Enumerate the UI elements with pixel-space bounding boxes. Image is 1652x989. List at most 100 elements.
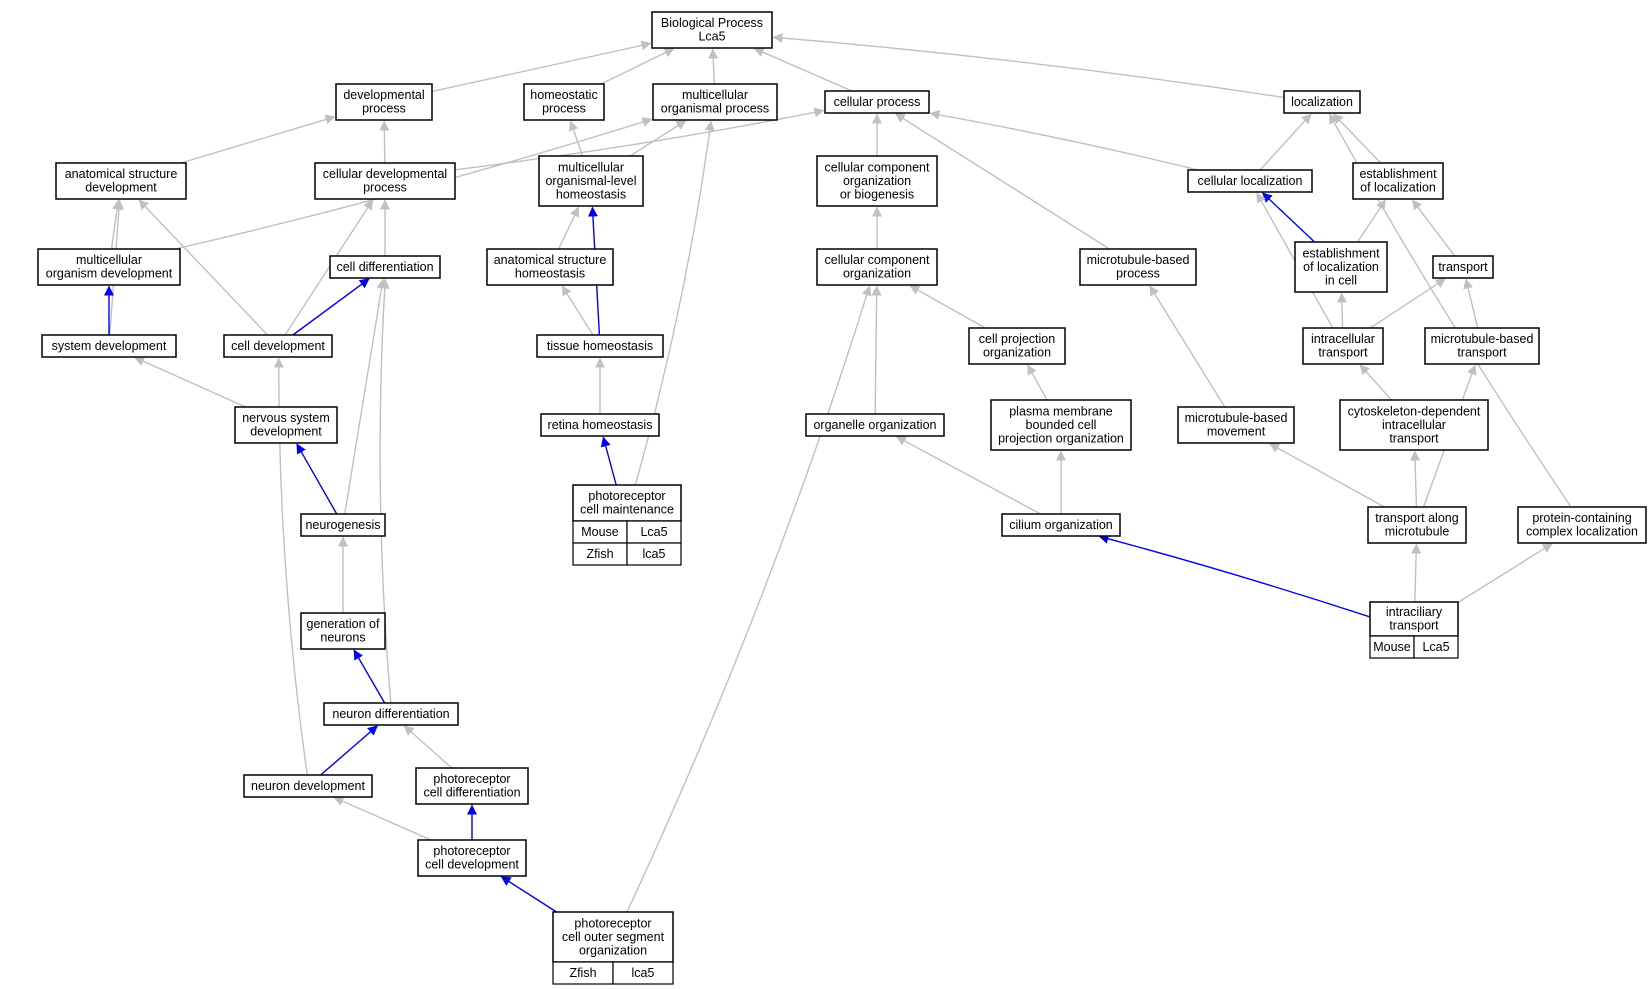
edge-cloc-to-cp <box>929 109 1199 171</box>
node-box <box>1432 255 1494 279</box>
node-label-line: movement <box>1207 425 1266 439</box>
go-term-ng[interactable]: neurogenesis <box>300 513 386 537</box>
edge-cd-to-asd <box>138 199 269 336</box>
node-label-line: neuron development <box>251 779 365 793</box>
species-gene-text: Zfish <box>586 547 613 561</box>
go-term-cp[interactable]: cellular process <box>824 90 930 114</box>
species-gene-text: Mouse <box>1373 640 1411 654</box>
node-label-line: cellular developmental <box>323 167 447 181</box>
edge-tam-to-cdit <box>1410 450 1421 508</box>
go-term-loc[interactable]: localization <box>1283 90 1361 114</box>
node-box <box>1352 162 1444 200</box>
node-label-line: transport <box>1438 260 1488 274</box>
go-term-cloc[interactable]: cellular localization <box>1187 169 1313 193</box>
node-label-line: intracellular <box>1311 332 1375 346</box>
edge-pmbc-to-cpo <box>1027 364 1048 401</box>
node-label-line: tissue homeostasis <box>547 339 653 353</box>
node-label-line: transport <box>1389 431 1439 445</box>
node-label-line: nervous system <box>242 411 330 425</box>
go-term-cd[interactable]: cell development <box>223 334 333 358</box>
node-label-line: cell development <box>231 339 325 353</box>
node-box <box>1177 406 1295 444</box>
go-term-oo[interactable]: organelle organization <box>805 413 945 437</box>
edge-ict-to-tam <box>1411 543 1422 603</box>
go-term-sd[interactable]: system development <box>41 334 177 358</box>
node-label-line: cell development <box>425 858 519 872</box>
node-box <box>651 11 773 49</box>
node-box <box>1079 248 1197 286</box>
node-label-line: cell outer segment <box>562 930 665 944</box>
species-gene-cell: lca5 <box>626 542 682 566</box>
node-label-line: process <box>363 181 407 195</box>
go-term-nd[interactable]: neuron differentiation <box>323 702 459 726</box>
node-box <box>1339 399 1489 451</box>
node-box <box>300 513 386 537</box>
node-box <box>536 334 664 358</box>
node-label-line: photoreceptor <box>433 844 510 858</box>
edge-molh-to-hom <box>568 120 584 157</box>
go-term-cdiff[interactable]: cell differentiation <box>329 255 441 279</box>
node-label-line: neurogenesis <box>305 518 380 532</box>
node-label-line: protein-containing <box>1532 511 1631 525</box>
node-label-line: microtubule-based <box>1431 332 1534 346</box>
node-label-line: intracellular <box>1382 418 1446 432</box>
species-gene-text: lca5 <box>643 547 666 561</box>
go-term-rh[interactable]: retina homeostasis <box>540 413 660 437</box>
node-label-line: anatomical structure <box>65 167 178 181</box>
node-label-line: process <box>362 102 406 116</box>
node-box <box>1187 169 1313 193</box>
node-box <box>417 839 527 877</box>
go-term-ndev[interactable]: neuron development <box>243 774 373 798</box>
edge-mop-to-bp <box>708 48 719 85</box>
edge-co-to-oo <box>895 436 1041 515</box>
node-box <box>323 702 459 726</box>
edge-nsd-to-sd <box>134 356 246 408</box>
node-label-line: cellular process <box>834 95 921 109</box>
node-label-line: retina homeostasis <box>548 418 653 432</box>
go-term-co[interactable]: cilium organization <box>1001 513 1121 537</box>
go-term-cdit[interactable]: cytoskeleton-dependentintracellulartrans… <box>1339 399 1489 451</box>
go-term-th[interactable]: tissue homeostasis <box>536 334 664 358</box>
edge-elc-to-eloc <box>1356 199 1386 243</box>
node-label-line: transport <box>1389 619 1439 633</box>
edge-tr-to-eloc <box>1411 199 1456 257</box>
go-term-tr[interactable]: transport <box>1432 255 1494 279</box>
edge-it-to-tr <box>1369 278 1446 329</box>
edge-eloc-to-loc <box>1332 113 1382 164</box>
node-label-line: multicellular <box>682 88 748 102</box>
edge-cloc-to-loc <box>1259 113 1312 171</box>
node-label-line: neuron differentiation <box>332 707 449 721</box>
node-box <box>37 248 181 286</box>
node-label-line: complex localization <box>1526 525 1638 539</box>
edge-dev-to-bp <box>431 40 652 93</box>
node-label-line: homeostasis <box>556 187 626 201</box>
